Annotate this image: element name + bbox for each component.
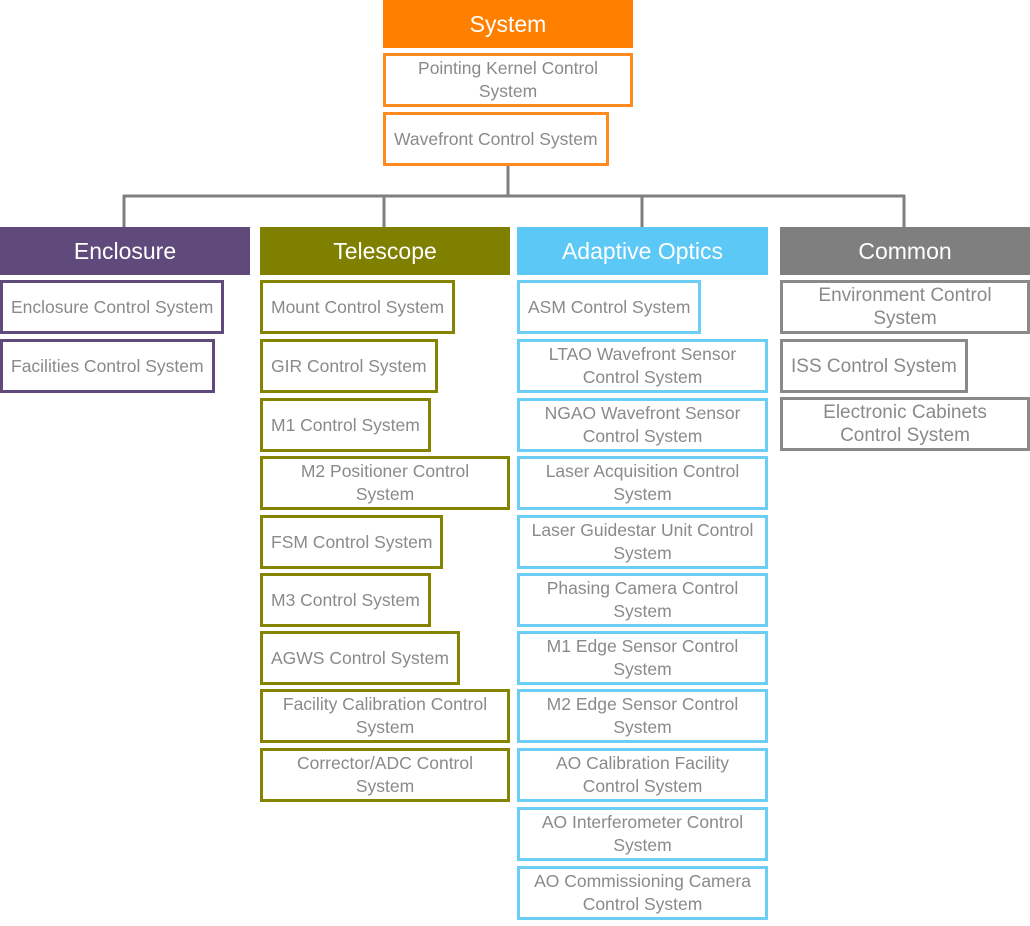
common-item: Electronic Cabinets Control System xyxy=(780,397,1030,451)
adaptive-optics-item: M2 Edge Sensor Control System xyxy=(517,689,768,743)
common-item: Environment Control System xyxy=(780,280,1030,334)
system-item: Wavefront Control System xyxy=(383,112,609,166)
adaptive-optics-item: AO Calibration Facility Control System xyxy=(517,748,768,802)
system-column: System Pointing Kernel Control System Wa… xyxy=(383,0,633,166)
common-column: Common Environment Control System ISS Co… xyxy=(780,227,1030,451)
system-item: Pointing Kernel Control System xyxy=(383,53,633,107)
telescope-item: M2 Positioner Control System xyxy=(260,456,510,510)
telescope-item: AGWS Control System xyxy=(260,631,460,685)
telescope-item: M1 Control System xyxy=(260,398,431,452)
telescope-item: FSM Control System xyxy=(260,515,444,569)
adaptive-optics-item: Laser Guidestar Unit Control System xyxy=(517,515,768,569)
telescope-item: M3 Control System xyxy=(260,573,431,627)
adaptive-optics-item: Laser Acquisition Control System xyxy=(517,456,768,510)
system-header: System xyxy=(383,0,633,48)
enclosure-item: Enclosure Control System xyxy=(0,280,225,334)
adaptive-optics-item: LTAO Wavefront Sensor Control System xyxy=(517,339,768,393)
telescope-column: Telescope Mount Control System GIR Contr… xyxy=(260,227,510,802)
adaptive-optics-column: Adaptive Optics ASM Control System LTAO … xyxy=(517,227,768,920)
telescope-item: Facility Calibration Control System xyxy=(260,689,510,743)
adaptive-optics-item: AO Interferometer Control System xyxy=(517,807,768,861)
adaptive-optics-item: M1 Edge Sensor Control System xyxy=(517,631,768,685)
adaptive-optics-item: ASM Control System xyxy=(517,280,702,334)
telescope-item: Mount Control System xyxy=(260,280,456,334)
common-item: ISS Control System xyxy=(780,339,968,393)
enclosure-item: Facilities Control System xyxy=(0,339,215,393)
enclosure-header: Enclosure xyxy=(0,227,250,275)
telescope-item: Corrector/ADC Control System xyxy=(260,748,510,802)
common-header: Common xyxy=(780,227,1030,275)
adaptive-optics-item: Phasing Camera Control System xyxy=(517,573,768,627)
telescope-header: Telescope xyxy=(260,227,510,275)
enclosure-column: Enclosure Enclosure Control System Facil… xyxy=(0,227,250,393)
adaptive-optics-item: NGAO Wavefront Sensor Control System xyxy=(517,398,768,452)
adaptive-optics-header: Adaptive Optics xyxy=(517,227,768,275)
telescope-item: GIR Control System xyxy=(260,339,438,393)
adaptive-optics-item: AO Commissioning Camera Control System xyxy=(517,866,768,920)
